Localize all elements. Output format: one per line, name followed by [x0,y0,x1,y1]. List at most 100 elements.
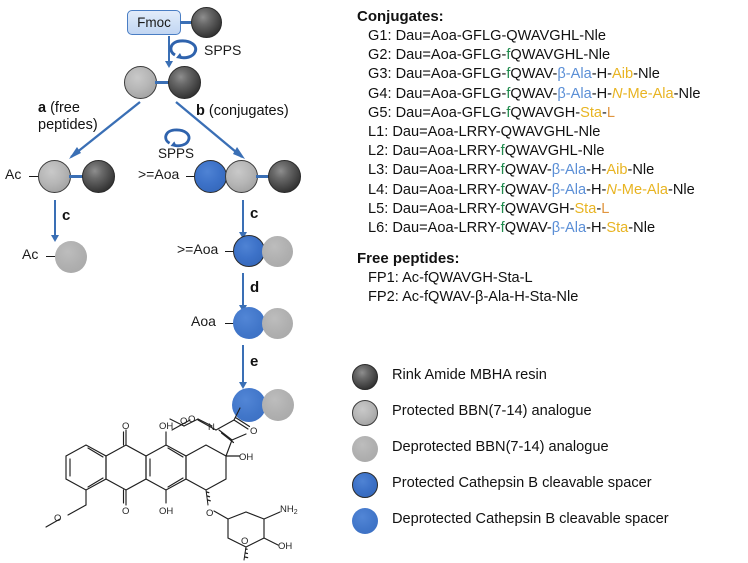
legend-row: Protected BBN(7-14) analogue [352,396,744,432]
atom-label-OH-c9: OH [239,452,253,463]
step-label-d: d [250,279,260,296]
conjugate-segment: -Nle [673,85,701,102]
conjugate-segment: QWAV- [504,220,552,237]
sphere-protected-spacer-1 [194,160,227,193]
conjugate-id: L6: [368,220,389,237]
conjugate-segment: QWAV- [510,85,558,102]
spps-label-2: SPPS [158,146,195,161]
conjugate-id: G4: [368,85,392,102]
conjugate-segment: QWAV- [504,162,552,179]
step-label-c-left: c [62,207,71,224]
branch-a-bold: a [38,100,47,116]
conjugate-id: G1: [368,28,392,44]
legend-label: Protected BBN(7-14) analogue [392,403,592,419]
conjugate-item: G5: Dau=Aoa-GFLG-fQWAVGH-Sta-L [368,104,745,123]
conjugate-segment: -Nle [633,66,660,83]
conjugate-item: L5: Dau=Aoa-LRRY-fQWAVGH-Sta-L [368,200,745,219]
conjugate-segment: L [601,200,610,217]
free-peptide-item: FP1: Ac-fQWAVGH-Sta-L [368,269,745,288]
bond-ac-peptide-1 [29,176,41,178]
conjugate-segment: f [506,47,511,64]
atom-label-OH-bottom: OH [159,506,173,517]
sphere-protected-spacer-2 [233,235,265,267]
legend-label: Deprotected BBN(7-14) analogue [392,439,609,455]
branch-label-b: b (conjugates) [196,103,289,120]
linker-structure-to-product: O O [171,407,257,437]
conjugate-id: L4: [368,181,389,198]
sphere-protected-peptide-3 [225,160,258,193]
atom-label-O-quinone-top: O [122,421,129,432]
legend-swatch-deprotected-spacer [352,508,378,534]
conjugate-id: G2: [368,47,392,64]
conjugate-segment: QWAVGH- [510,104,581,121]
bond-aoa-spacer-1 [186,176,197,178]
conjugate-item: L6: Dau=Aoa-LRRY-fQWAV-β-Ala-H-Sta-Nle [368,219,745,238]
conjugate-segment: Sta [606,220,629,237]
conjugate-id: L1: [368,124,389,141]
ac-label-1: Ac [5,166,22,182]
conjugate-segment: -H- [586,162,607,179]
conjugate-segment: Dau=Aoa-GFLG- [391,47,507,64]
bond-fmoc-resin [180,21,194,24]
sphere-deprotected-peptide-4 [262,389,294,421]
conjugate-segment: -H- [591,66,613,83]
conjugate-segment: f [500,200,505,217]
ac-label-2: Ac [22,246,39,262]
conjugate-item: G2: Dau=Aoa-GFLG-fQWAVGHL-Nle [368,46,745,65]
bond-pep-resin-3 [256,175,273,178]
legend-swatch-protected-peptide [352,400,378,426]
arrow-branch-a [69,101,141,159]
free-peptides-heading: Free peptides: [357,250,460,268]
conjugate-segment: -Nle [627,162,655,179]
atom-label-OH-top: OH [159,421,173,432]
free-peptide-id: FP1: [368,270,399,287]
fmoc-label: Fmoc [137,15,171,30]
atom-label-O-pyranose: O [241,536,248,547]
conjugate-segment: f [500,143,505,160]
free-peptide-id: FP2: [368,289,399,306]
spps-loop-icon-2 [164,128,191,148]
sphere-deprotected-spacer-2 [232,388,266,422]
bond-aoa-spacer-2 [225,251,236,253]
conjugate-segment: Dau=Aoa-LRRY- [388,200,501,217]
conjugate-segment: Aib [606,162,628,179]
legend-label: Deprotected Cathepsin B cleavable spacer [392,511,669,527]
conjugate-segment: f [500,181,505,198]
spps-loop-icon-1 [169,39,198,60]
sphere-resin-1 [191,7,222,38]
branch-b-bold: b [196,103,205,119]
legend-row: Protected Cathepsin B cleavable spacer [352,468,744,504]
conjugate-segment: -H- [591,85,613,102]
conjugate-id: L5: [368,200,389,217]
conjugate-item: L2: Dau=Aoa-LRRY-fQWAVGHL-Nle [368,142,745,161]
conjugate-segment: QWAV- [504,181,552,198]
legend-swatch-deprotected-peptide [352,436,378,462]
legend-swatch-resin [352,364,378,390]
conjugate-segment: β-Ala [557,85,592,102]
conjugate-segment: f [500,162,505,179]
daunorubicin-structure: O OH O OH O OH N O O O NH2 OH [45,416,298,561]
aoa-protected-label-2: >=Aoa [177,241,219,257]
branch-label-a: a (free peptides) [38,100,98,135]
conjugate-segment: Dau=Aoa-LRRY- [388,220,501,237]
conjugate-segment: Dau=Aoa-LRRY- [388,181,501,198]
conjugate-segment: QWAVGHL-Nle [510,47,611,64]
legend-swatch-protected-spacer [352,472,378,498]
branch-b-rest: (conjugates) [204,103,289,119]
legend-row: Rink Amide MBHA resin [352,360,744,396]
conjugate-segment: - [602,104,607,121]
free-peptide-item: FP2: Ac-fQWAV-β-Ala-H-Sta-Nle [368,288,745,307]
conjugate-segment: f [506,104,511,121]
atom-label-O-methoxy: O [54,513,61,524]
bond-pep-resin-2 [69,175,87,178]
atom-label-O-oxime: O [180,416,187,427]
conjugate-id: G5: [368,104,392,121]
conjugate-segment: -Nle [628,220,656,237]
conjugate-segment: -H- [586,181,607,198]
conjugate-segment: -Nle [668,181,695,198]
legend-label: Protected Cathepsin B cleavable spacer [392,475,652,491]
